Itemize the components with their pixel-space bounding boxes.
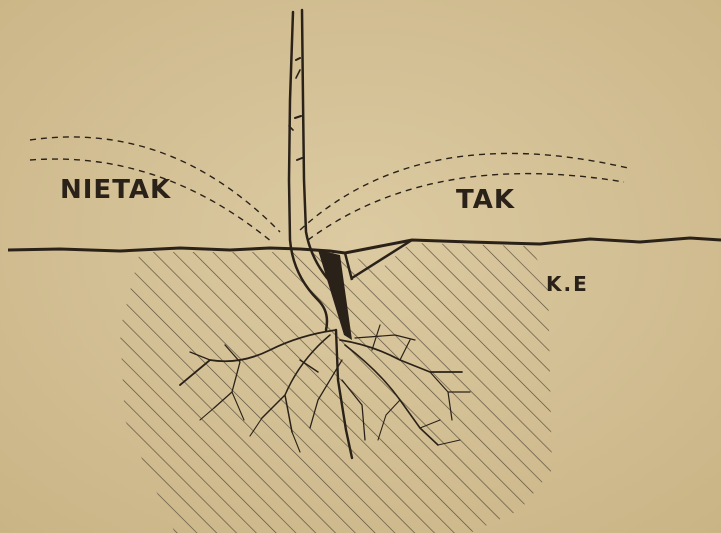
signature-ke: K.E [546,272,589,296]
label-nietak: NIETAK [60,175,171,205]
label-tak: TAK [456,185,515,215]
